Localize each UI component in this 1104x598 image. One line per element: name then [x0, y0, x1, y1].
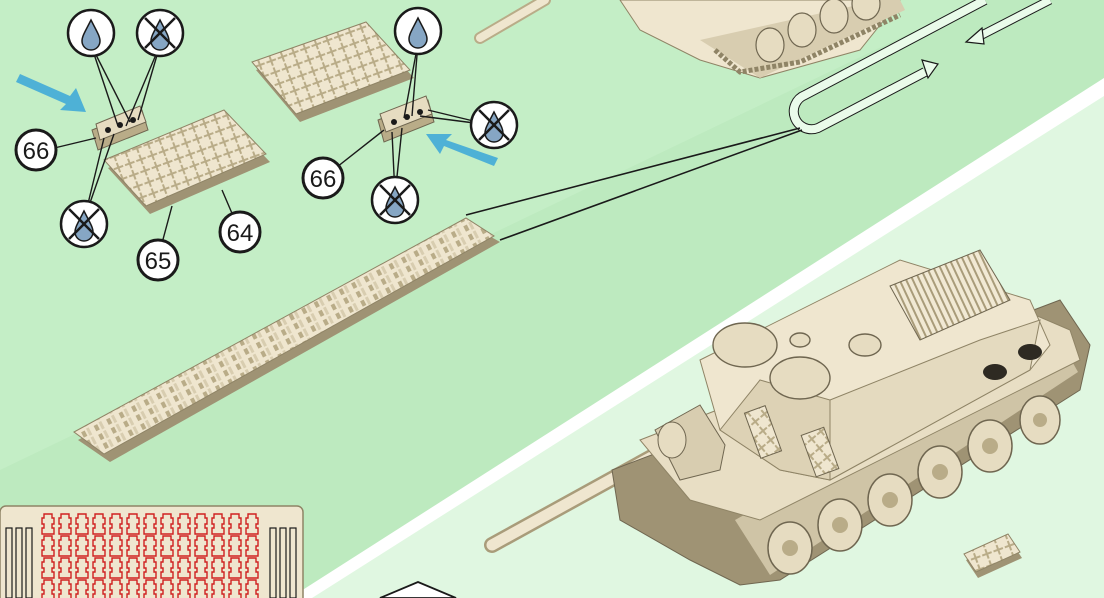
callout-66-left-label: 66 [23, 138, 50, 165]
callout-65: 65 [138, 240, 178, 280]
callout-64-label: 64 [227, 220, 254, 247]
glue-forbidden-bottom-left [61, 201, 107, 247]
callout-65-label: 65 [145, 248, 172, 275]
parts-sheet [0, 506, 303, 598]
callout-64: 64 [220, 212, 260, 252]
callout-66-right: 66 [303, 158, 343, 198]
callout-66-left: 66 [16, 130, 56, 170]
glue-forbidden-bottom-right [372, 177, 418, 223]
glue-forbidden-right [471, 102, 517, 148]
glue-allowed-top-right [395, 8, 441, 54]
callout-66-right-label: 66 [310, 166, 337, 193]
glue-allowed-top-left [68, 10, 114, 56]
glue-forbidden-top-left [137, 10, 183, 56]
